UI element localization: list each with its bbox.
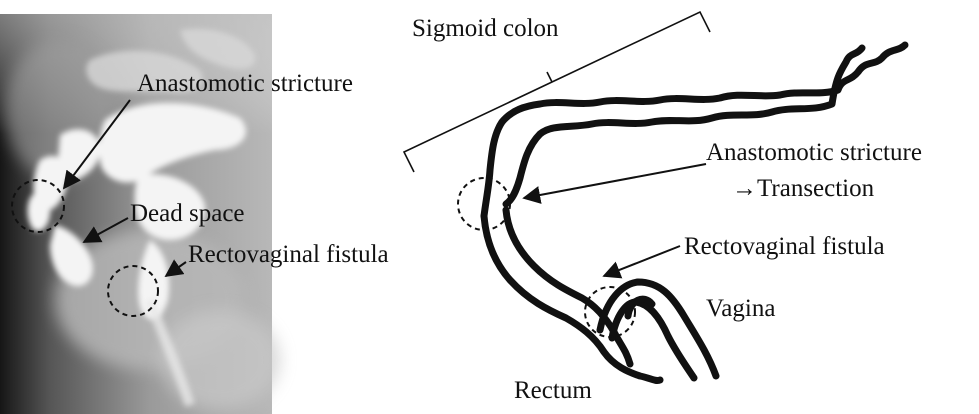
- label-anastomotic-stricture: Anastomotic stricture: [706, 139, 922, 166]
- label-sigmoid-colon: Sigmoid colon: [412, 15, 559, 42]
- xray-label-anastomotic-stricture: Anastomotic stricture: [137, 70, 353, 97]
- xray-label-dead-space: Dead space: [130, 200, 245, 227]
- label-rectovaginal-fistula: Rectovaginal fistula: [684, 233, 885, 260]
- xray-label-rectovaginal-fistula: Rectovaginal fistula: [188, 241, 389, 268]
- label-vagina: Vagina: [706, 295, 775, 322]
- schematic-stricture-arrow: [524, 164, 706, 198]
- label-rectum: Rectum: [514, 377, 592, 404]
- colon-schematic: [484, 45, 905, 381]
- label-transection: →Transection: [732, 175, 875, 202]
- schematic-fistula-arrow: [604, 246, 680, 276]
